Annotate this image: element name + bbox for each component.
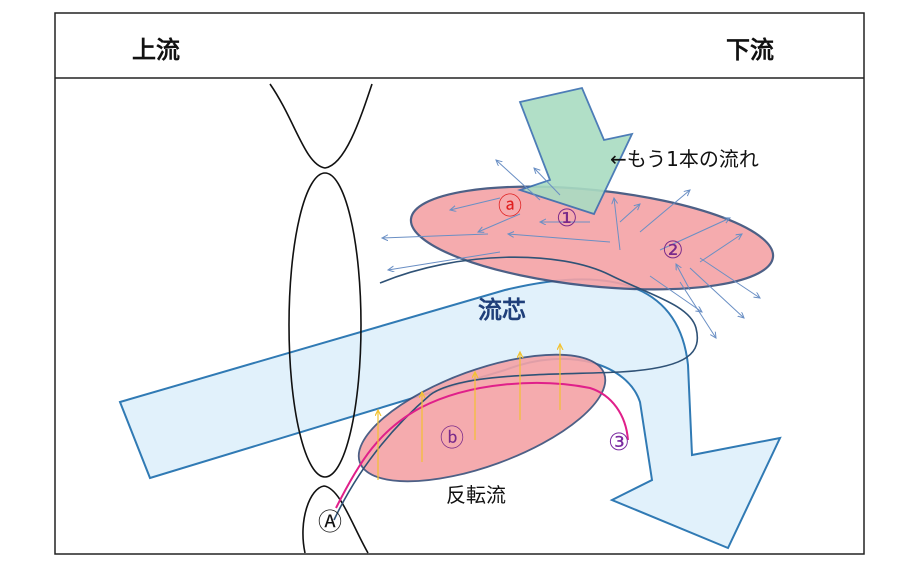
marker-a: ⓐ [498,192,522,220]
marker-b: ⓑ [440,424,464,452]
another-flow-label: ←もう1本の流れ [610,147,759,171]
core-boundary-line [333,256,699,521]
marker-1: ① [556,204,578,232]
velocity-vectors [382,160,760,338]
reverse-flow-label: 反転流 [446,483,506,507]
pier-top [269,83,373,169]
pier-middle [288,172,362,478]
upward-flow-arrows [378,344,560,480]
marker-3: ③ [608,428,630,456]
reverse-path-line [335,382,629,509]
marker-A: Ⓐ [318,508,342,536]
marker-2: ② [662,236,684,264]
lower-eddy [357,353,607,483]
downstream-label: 下流 [726,36,774,64]
upstream-label: 上流 [132,36,180,64]
core-flow-label: 流芯 [478,296,526,324]
pier-bottom [302,485,369,554]
